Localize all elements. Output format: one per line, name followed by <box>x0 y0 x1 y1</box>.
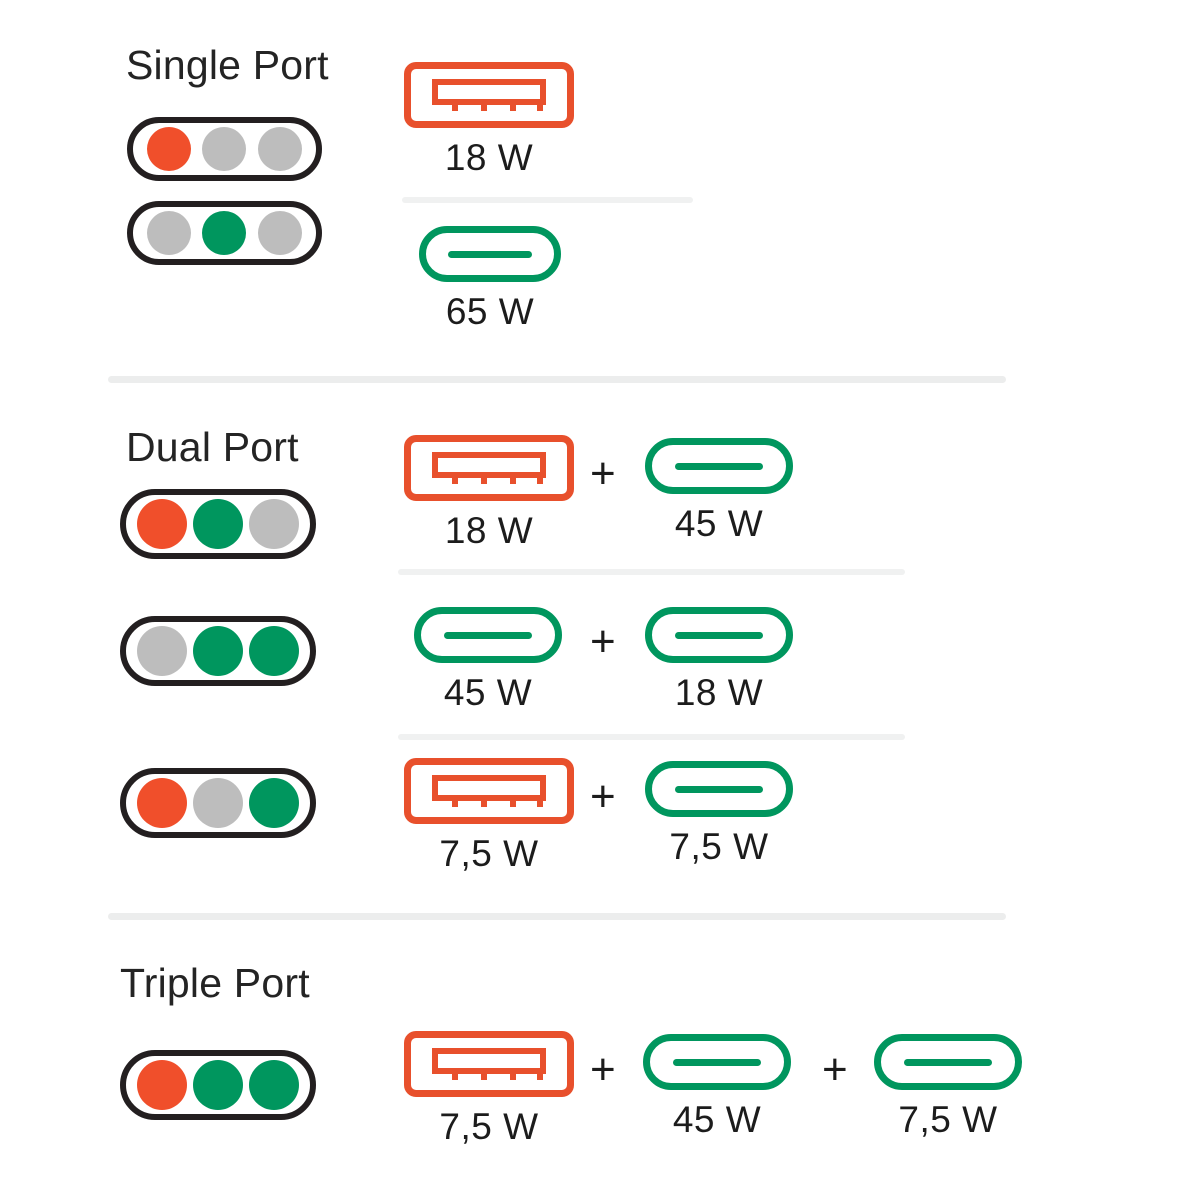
usb-c-icon <box>643 1034 791 1090</box>
section-triple-port: Triple Port 7,5 W + 45 W + <box>0 935 1200 1200</box>
connector-group-single-row2: 65 W <box>419 226 561 333</box>
watt-label: 45 W <box>674 503 764 544</box>
port-dot-gray <box>193 778 243 828</box>
port-indicator-dual-row2 <box>120 616 316 686</box>
port-dot-gray <box>202 127 247 171</box>
usb-c-icon <box>414 607 562 663</box>
watt-label: 18 W <box>444 510 534 551</box>
connector-group-triple-b: 45 W <box>643 1034 791 1141</box>
watt-label: 18 W <box>444 137 534 178</box>
section-title-triple-port: Triple Port <box>120 960 310 1006</box>
section-single-port: Single Port 18 W <box>0 0 1200 380</box>
minor-divider-dual-2 <box>398 734 905 740</box>
port-indicator-dual-row3 <box>120 768 316 838</box>
usb-c-icon <box>645 438 793 494</box>
connector-group-dual-row2-b: 18 W <box>645 607 793 714</box>
connector-group-dual-row1-b: 45 W <box>645 438 793 545</box>
port-dot-gray <box>146 211 191 255</box>
port-dot-green <box>249 1060 299 1110</box>
plus-separator: + <box>590 772 616 821</box>
port-dot-orange <box>137 499 187 549</box>
port-dot-green <box>193 1060 243 1110</box>
watt-label: 7,5 W <box>669 826 769 867</box>
port-dot-green <box>249 778 299 828</box>
usb-a-icon <box>404 62 574 128</box>
port-dot-green <box>193 626 243 676</box>
section-divider-single-dual <box>108 376 1006 383</box>
plus-separator: + <box>822 1045 848 1094</box>
watt-label: 7,5 W <box>439 833 539 874</box>
connector-group-dual-row3-b: 7,5 W <box>645 761 793 868</box>
connector-group-dual-row3-a: 7,5 W <box>404 758 574 875</box>
port-dot-orange <box>137 1060 187 1110</box>
watt-label: 45 W <box>443 672 533 713</box>
usb-c-icon <box>645 761 793 817</box>
usb-a-icon <box>404 758 574 824</box>
watt-label: 7,5 W <box>439 1106 539 1147</box>
usb-a-icon <box>404 435 574 501</box>
section-title-single-port: Single Port <box>126 42 329 88</box>
watt-label: 18 W <box>674 672 764 713</box>
section-dual-port: Dual Port 18 W + 45 W <box>0 400 1200 910</box>
plus-separator: + <box>590 1045 616 1094</box>
usb-a-icon <box>404 1031 574 1097</box>
port-dot-green <box>249 626 299 676</box>
port-dot-green <box>202 211 247 255</box>
connector-group-triple-c: 7,5 W <box>874 1034 1022 1141</box>
port-indicator-triple-row1 <box>120 1050 316 1120</box>
port-indicator-single-row2 <box>127 201 322 265</box>
section-title-dual-port: Dual Port <box>126 424 299 470</box>
usb-c-icon <box>419 226 561 282</box>
minor-divider-single <box>402 197 693 203</box>
port-indicator-single-row1 <box>127 117 322 181</box>
connector-group-single-row1: 18 W <box>404 62 574 179</box>
section-divider-dual-triple <box>108 913 1006 920</box>
plus-separator: + <box>590 449 616 498</box>
usb-c-icon <box>874 1034 1022 1090</box>
connector-group-dual-row2-a: 45 W <box>414 607 562 714</box>
watt-label: 65 W <box>445 291 535 332</box>
watt-label: 7,5 W <box>898 1099 998 1140</box>
port-dot-gray <box>258 127 303 171</box>
port-dot-orange <box>137 778 187 828</box>
plus-separator: + <box>590 617 616 666</box>
port-indicator-dual-row1 <box>120 489 316 559</box>
port-dot-orange <box>146 127 191 171</box>
connector-group-dual-row1-a: 18 W <box>404 435 574 552</box>
port-dot-gray <box>137 626 187 676</box>
watt-label: 45 W <box>672 1099 762 1140</box>
port-dot-gray <box>249 499 299 549</box>
port-dot-green <box>193 499 243 549</box>
connector-group-triple-a: 7,5 W <box>404 1031 574 1148</box>
usb-c-icon <box>645 607 793 663</box>
minor-divider-dual-1 <box>398 569 905 575</box>
port-dot-gray <box>258 211 303 255</box>
